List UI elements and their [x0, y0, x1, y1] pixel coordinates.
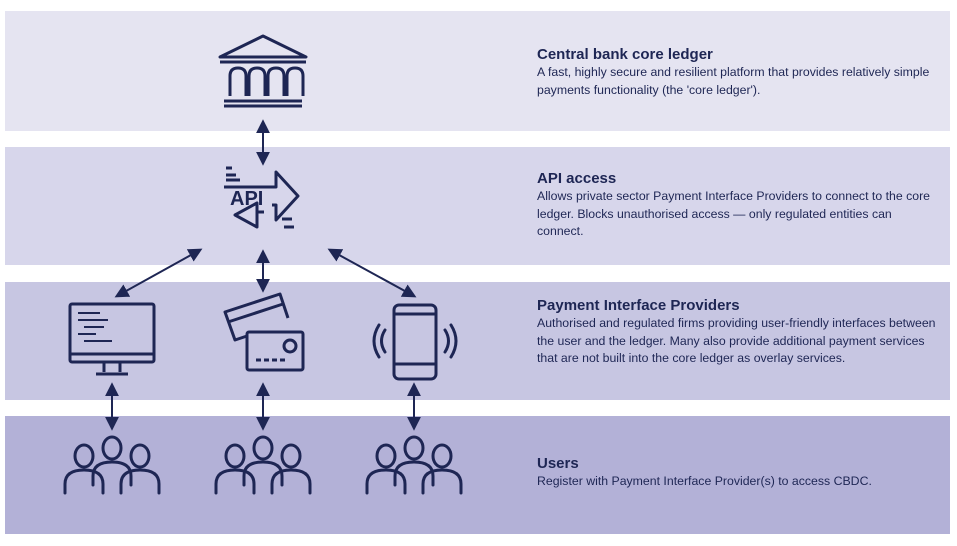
- core-ledger-description: A fast, highly secure and resilient plat…: [537, 65, 930, 97]
- user-group-icon: [63, 435, 161, 495]
- band-payment-interface-providers: [5, 282, 950, 400]
- mobile-phone-icon: [372, 303, 458, 381]
- providers-text: Payment Interface Providers Authorised a…: [537, 297, 937, 368]
- band-core-ledger: [5, 11, 950, 131]
- api-label: API: [230, 188, 263, 210]
- user-group-icon: [365, 435, 463, 495]
- providers-description: Authorised and regulated firms providing…: [537, 316, 936, 365]
- users-description: Register with Payment Interface Provider…: [537, 474, 872, 488]
- providers-title: Payment Interface Providers: [537, 297, 740, 314]
- api-access-description: Allows private sector Payment Interface …: [537, 189, 931, 238]
- credit-cards-icon: [223, 292, 305, 372]
- api-access-text: API access Allows private sector Payment…: [537, 170, 937, 241]
- api-access-title: API access: [537, 170, 617, 187]
- api-arrows-icon: API: [224, 166, 300, 229]
- arrow-api-phone: [327, 248, 417, 298]
- band-users: [5, 416, 950, 534]
- users-text: Users Register with Payment Interface Pr…: [537, 455, 937, 491]
- users-title: Users: [537, 455, 579, 472]
- user-group-icon: [214, 435, 312, 495]
- connector-arrows: [105, 119, 421, 431]
- core-ledger-text: Central bank core ledger A fast, highly …: [537, 46, 937, 99]
- arrow-api-monitor: [114, 248, 203, 298]
- bank-building-icon: [218, 34, 308, 108]
- core-ledger-title: Central bank core ledger: [537, 46, 713, 63]
- band-api-access: [5, 147, 950, 265]
- computer-monitor-icon: [68, 302, 156, 376]
